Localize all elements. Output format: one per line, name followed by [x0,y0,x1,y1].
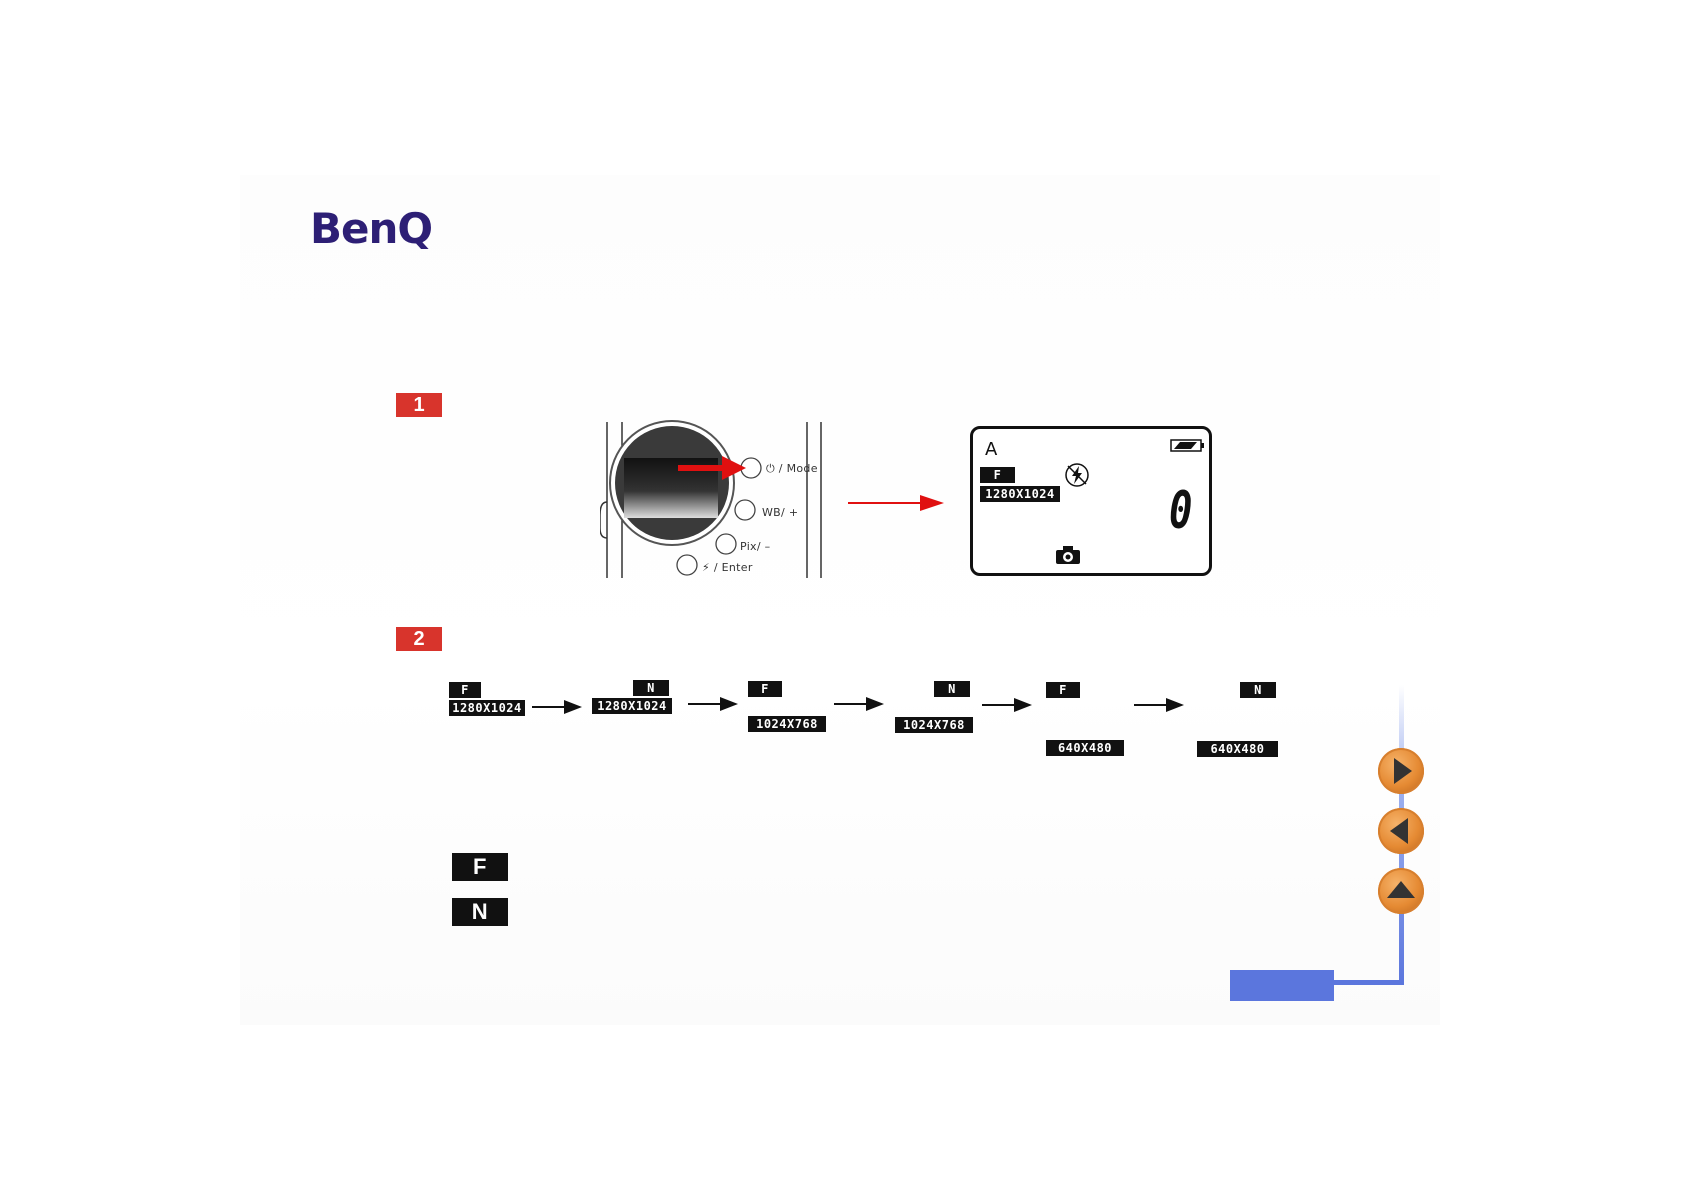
seq-2-resolution: 1280X1024 [592,698,672,714]
enter-button-label: ⚡ / Enter [702,561,753,574]
lcd-resolution-tag: 1280X1024 [980,486,1060,502]
seq-4-quality: N [934,681,970,697]
seq-3-resolution: 1024X768 [748,716,826,732]
red-arrow-icon [848,495,944,511]
seq-4-resolution: 1024X768 [895,717,973,733]
up-page-button[interactable] [1378,868,1424,914]
step-1-badge: 1 [396,393,442,417]
flash-icon [1065,463,1089,487]
lcd-quality-tag: F [980,467,1015,483]
seq-1-quality: F [449,682,481,698]
camera-body-drawing [599,420,822,578]
seq-arrow-icon [532,700,582,714]
next-page-button[interactable] [1378,748,1424,794]
camera-icon [1056,546,1080,564]
lcd-shot-count: 0 [1169,481,1193,541]
lcd-display: A F 1280X1024 0 [970,426,1212,576]
previous-icon [1390,818,1408,844]
seq-arrow-icon [688,697,738,711]
seq-5-quality: F [1046,682,1080,698]
mode-button-label: ⏻ / Mode [766,462,818,475]
next-icon [1394,758,1412,784]
seq-arrow-icon [1134,698,1184,712]
previous-page-button[interactable] [1378,808,1424,854]
step-2-badge: 2 [396,627,442,651]
seq-5-resolution: 640X480 [1046,740,1124,756]
seq-2-quality: N [633,680,669,696]
seq-arrow-icon [982,698,1032,712]
wb-button-label: WB/ + [762,506,799,519]
seq-3-quality: F [748,681,782,697]
seq-6-resolution: 640X480 [1197,741,1278,757]
lcd-mode-letter: A [985,439,998,460]
seq-1-resolution: 1280X1024 [449,700,525,716]
benq-logo: BenQ [310,204,433,253]
pix-button-label: Pix/ – [740,540,771,553]
slide-panel [240,175,1440,1025]
battery-icon [1170,439,1204,452]
up-icon [1387,881,1415,898]
legend-normal-symbol: N [452,898,508,926]
seq-arrow-icon [834,697,884,711]
legend-fine-symbol: F [452,853,508,881]
seq-6-quality: N [1240,682,1276,698]
camera-illustration: ⏻ / Mode WB/ + Pix/ – ⚡ / Enter [599,420,825,580]
